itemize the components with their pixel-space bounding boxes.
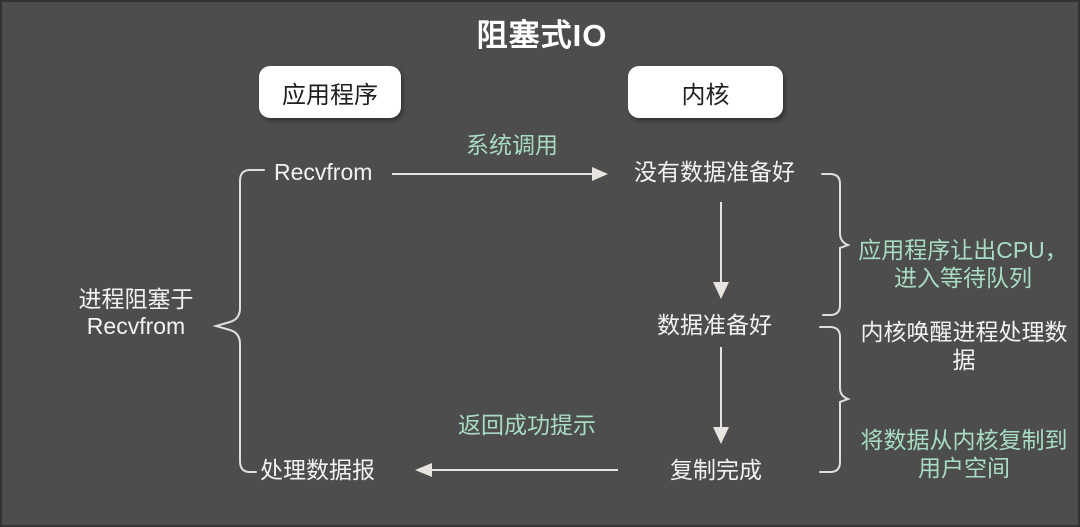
syscall-arrow	[392, 167, 608, 181]
step-data-ready: 数据准备好	[657, 312, 772, 338]
annotation-copy-to-userspace-line1: 将数据从内核复制到	[860, 427, 1068, 453]
annotation-kernel-wakeup-line1: 内核唤醒进程处理数	[860, 319, 1068, 345]
annotation-yield-cpu-line2: 进入等待队列	[894, 265, 1032, 291]
right-brace-yield-cpu	[821, 173, 851, 316]
left-brace-label-line1: 进程阻塞于	[78, 286, 194, 312]
right-brace-copy	[819, 326, 851, 473]
annotation-kernel-wakeup-line2: 据	[952, 347, 976, 373]
left-brace-label-line2: Recvfrom	[86, 313, 186, 339]
node-box-kernel-label: 内核	[681, 81, 730, 109]
annotation-copy-to-userspace-line2: 用户空间	[918, 455, 1010, 481]
arrow-label-syscall: 系统调用	[466, 132, 558, 158]
left-brace	[212, 169, 265, 473]
return-arrow	[415, 463, 618, 477]
node-box-kernel: 内核	[628, 66, 783, 118]
annotation-yield-cpu-line1: 应用程序让出CPU，	[858, 237, 1068, 263]
wait-arrow-1	[713, 202, 729, 299]
page-title: 阻塞式IO	[476, 18, 608, 53]
step-handle-datagram: 处理数据报	[260, 457, 375, 483]
step-copy-complete: 复制完成	[670, 457, 762, 483]
step-no-data-ready: 没有数据准备好	[634, 159, 795, 185]
step-recvfrom: Recvfrom	[274, 159, 373, 185]
wait-arrow-2	[713, 347, 729, 444]
node-box-application: 应用程序	[259, 66, 401, 118]
node-box-application-label: 应用程序	[282, 81, 378, 109]
arrow-label-return: 返回成功提示	[458, 412, 596, 438]
